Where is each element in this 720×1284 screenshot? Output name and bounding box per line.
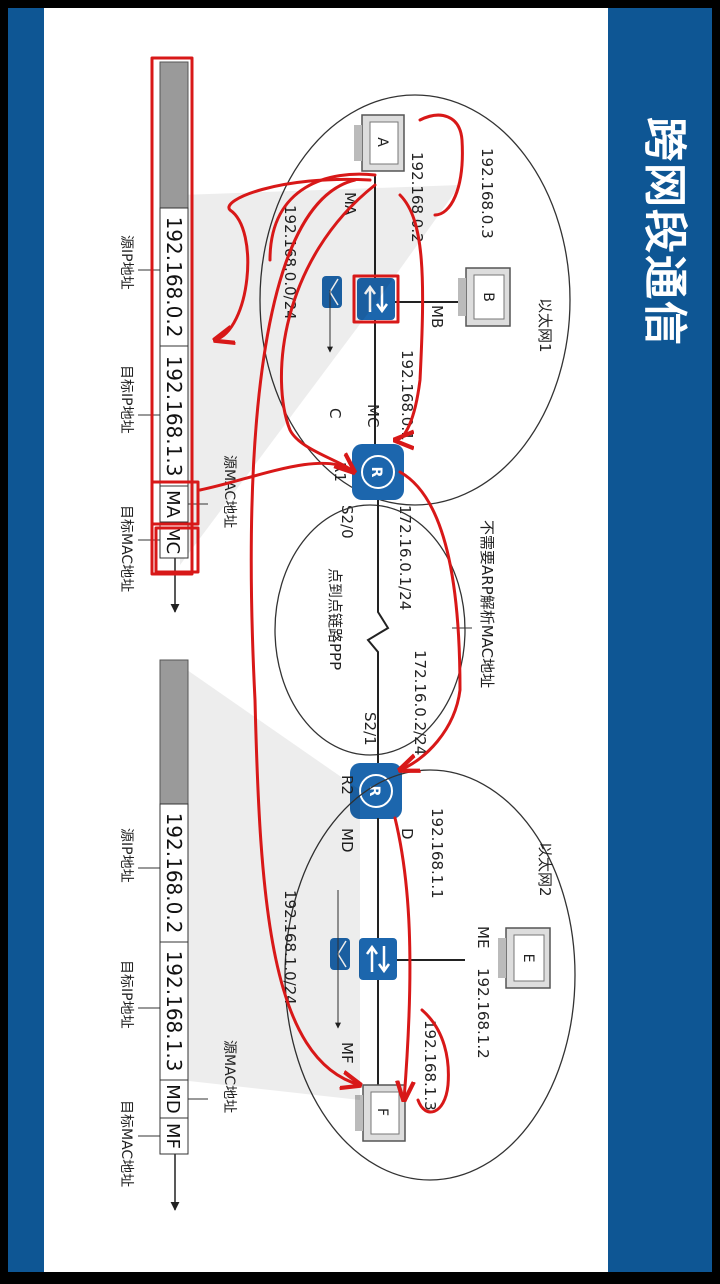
frame2-src-ip-label: 源IP地址 bbox=[118, 828, 134, 883]
switch1-highlight bbox=[352, 274, 400, 324]
host-a-computer-icon bbox=[354, 114, 405, 172]
host-f-name: F bbox=[374, 1108, 390, 1116]
ppp-serial-line bbox=[366, 500, 390, 765]
host-b-mac: MB bbox=[428, 305, 446, 328]
frame2-dst-mac: MF bbox=[162, 1123, 183, 1149]
frame1-src-mac-label: 源MAC地址 bbox=[221, 455, 237, 528]
ethernet1-network: 192.168.0.0/24 bbox=[281, 205, 299, 320]
r2-serial-ip: 172.16.0.2/24 bbox=[411, 650, 429, 755]
r1-port-name: C bbox=[326, 408, 344, 418]
host-f-ip: 192.168.1.3 bbox=[421, 1020, 439, 1111]
r2-port-mac: MD bbox=[338, 828, 356, 853]
frame1-dst-mac-label: 目标MAC地址 bbox=[118, 505, 134, 592]
host-a-mac: MA bbox=[341, 192, 359, 216]
frame2-dst-ip: 192.168.1.3 bbox=[162, 951, 186, 1072]
frame1-dst-mac: MC bbox=[162, 526, 183, 554]
host-e-name: E bbox=[520, 954, 536, 963]
ppp-arp-note: 不需要ARP解析MAC地址 bbox=[478, 520, 496, 688]
router-r2-name: R2 bbox=[338, 775, 356, 795]
ethernet1-boundary bbox=[259, 94, 571, 506]
frame1-projection bbox=[180, 185, 460, 565]
r1-port-mac: MC bbox=[364, 404, 382, 427]
host-a-name: A bbox=[374, 137, 390, 147]
svg-text:R: R bbox=[368, 467, 384, 478]
frame2-projection bbox=[180, 665, 360, 1100]
frame1-dst-ip: 192.168.1.3 bbox=[162, 356, 186, 477]
mac-to-r1-link bbox=[198, 461, 352, 492]
slide-body bbox=[44, 8, 608, 1272]
frame1-highlight-box bbox=[150, 56, 194, 576]
switch-icon bbox=[359, 938, 397, 980]
frame1-src-ip: 192.168.0.2 bbox=[162, 217, 186, 338]
ppp-link-label: 点到点链路PPP bbox=[326, 568, 344, 670]
host-a-ip: 192.168.0.2 bbox=[408, 152, 426, 243]
svg-text:R: R bbox=[366, 786, 382, 797]
router-r2-icon: R bbox=[350, 763, 402, 819]
host-f-ip-circle bbox=[416, 1008, 450, 1114]
frame2-dst-ip-label: 目标IP地址 bbox=[118, 960, 134, 1029]
r2-serial-interface: S2/1 bbox=[361, 712, 379, 746]
r2-port-name: D bbox=[398, 828, 416, 840]
host-e-computer-icon bbox=[498, 927, 551, 989]
host-f-computer-icon bbox=[355, 1084, 406, 1142]
ethernet2-boundary bbox=[284, 769, 576, 1181]
ethernet2-network: 192.168.1.0/24 bbox=[281, 890, 299, 1005]
path-a-to-f-long bbox=[249, 178, 360, 1085]
frame2-src-mac-label: 源MAC地址 bbox=[221, 1040, 237, 1113]
r1-serial-ip: 172.16.0.1/24 bbox=[396, 505, 414, 610]
frame1-dst-mac-highlight bbox=[154, 526, 200, 574]
frame1-dst-ip-label: 目标IP地址 bbox=[118, 365, 134, 434]
host-f-mac: MF bbox=[338, 1042, 356, 1064]
frame2-src-mac: MD bbox=[162, 1084, 183, 1113]
host-a-ip-circle bbox=[418, 113, 464, 217]
path-to-frame1 bbox=[215, 177, 372, 340]
frame1-src-mac-highlight bbox=[150, 480, 200, 526]
host-e-mac: ME bbox=[474, 926, 492, 948]
host-b-ip: 192.168.0.3 bbox=[478, 148, 496, 239]
red-annotations bbox=[150, 56, 464, 1114]
switch-icon bbox=[357, 278, 395, 320]
router-r1-icon: R bbox=[352, 444, 404, 500]
frame1-src-mac: MA bbox=[162, 490, 183, 519]
r1-serial-interface: S2/0 bbox=[338, 505, 356, 539]
path-r2-to-f bbox=[393, 816, 410, 1100]
ethernet2-label: 以太网2 bbox=[536, 842, 554, 897]
ppp-link-boundary bbox=[274, 504, 466, 756]
frame2-src-ip: 192.168.0.2 bbox=[162, 813, 186, 934]
frame2-dst-mac-label: 目标MAC地址 bbox=[118, 1100, 134, 1187]
frame1-src-ip-label: 源IP地址 bbox=[118, 235, 134, 290]
path-a-to-switch bbox=[268, 172, 377, 262]
path-a-to-r1-port bbox=[395, 193, 425, 440]
path-r1-to-r2 bbox=[400, 470, 462, 770]
path-a-to-r1 bbox=[279, 183, 377, 472]
slide-title: 跨网段通信 bbox=[639, 117, 690, 347]
host-b-computer-icon bbox=[458, 267, 511, 327]
ethernet1-label: 以太网1 bbox=[536, 298, 554, 353]
host-e-ip: 192.168.1.2 bbox=[474, 968, 492, 1059]
diagram: 以太网1 A MA 192.168.0.2 B MB 192.168.0.3 bbox=[118, 56, 576, 1211]
r2-port-ip: 192.168.1.1 bbox=[428, 808, 446, 899]
host-b-name: B bbox=[480, 292, 496, 302]
